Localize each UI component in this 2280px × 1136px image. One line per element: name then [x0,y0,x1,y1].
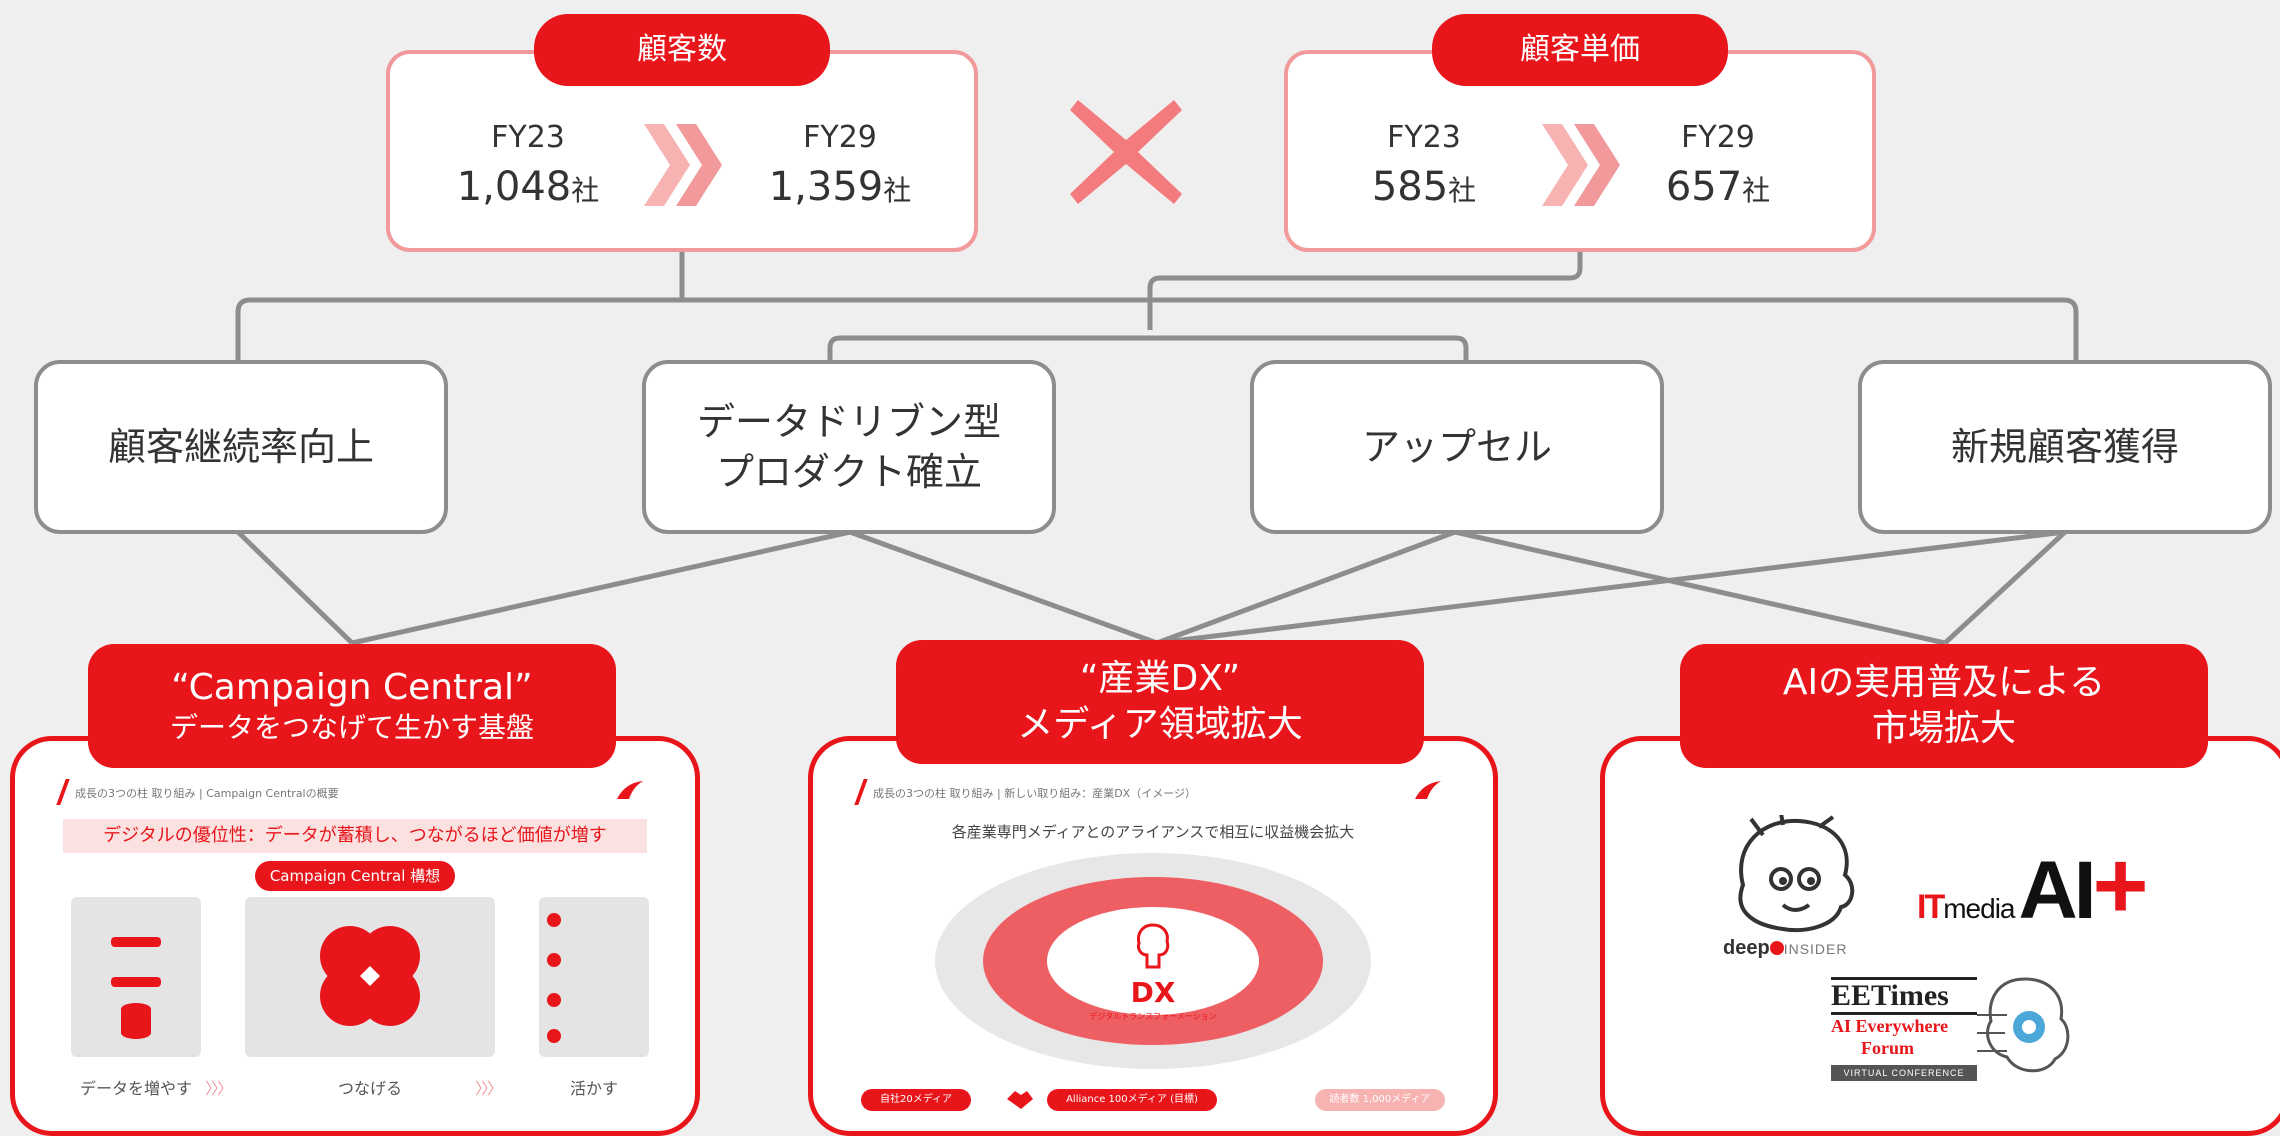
unit-price-from: FY23 585社 [1324,118,1524,218]
initiative-card-industry-dx: 成長の3つの柱 取り組み | 新しい取り組み：産業DX（イメージ） 各産業専門メ… [808,736,1498,1136]
step-increase-data: データを増やす [79,1079,192,1098]
connect-circles-icon [320,926,420,1026]
brain-icon [1137,923,1170,969]
slide-slash-mark [854,779,868,805]
database-icon [121,1003,151,1039]
dx-ring-diagram [935,853,1371,1069]
strategy-upsell: アップセル [1250,360,1664,534]
to-year: FY29 [803,120,877,155]
slide-banner: デジタルの優位性：データが蓄積し、つながるほど価値が増す [63,819,647,853]
step-chevrons: 〉〉〉 [205,1079,233,1098]
company-logo-icon [617,781,643,799]
to-year: FY29 [1681,120,1755,155]
forum-text: Forum [1861,1038,1914,1058]
eetimes-logo: EETimes AI Everywhere Forum VIRTUAL CONF… [1831,977,1991,1081]
initiative-card-ai-market: deep INSIDER ITmediaAI+ EETimes AI Everyw… [1600,736,2280,1136]
unit-label: 社 [883,174,912,207]
ai-text: AI [2018,845,2096,936]
slide-header: 成長の3つの柱 取り組み | 新しい取り組み：産業DX（イメージ） [873,787,1196,800]
initiative-card-campaign-central: 成長の3つの柱 取り組み | Campaign Centralの概要 デジタルの… [10,736,700,1136]
double-chevron-icon [1542,124,1620,206]
ai-everywhere-text: AI Everywhere [1831,1016,1949,1036]
alliance-media-pill: Alliance 100メディア (目標) [1047,1089,1217,1111]
strategy-label-line1: データドリブン型 [696,400,1001,444]
strategy-new-customers: 新規顧客獲得 [1858,360,2272,534]
industry-dx-slide-thumbnail: 成長の3つの柱 取り組み | 新しい取り組み：産業DX（イメージ） 各産業専門メ… [853,771,1453,1121]
customer-count-title: 顧客数 [534,14,830,86]
campaign-central-pill: Campaign Central 構想 [255,861,455,891]
customer-count-from: FY23 1,048社 [428,118,628,218]
step-chevrons: 〉〉〉 [475,1079,503,1098]
strategy-label-line2: プロダクト確立 [715,450,982,494]
deep-insider-logo: deep INSIDER [1723,937,1847,960]
from-year: FY23 [491,120,565,155]
unit-price-to: FY29 657社 [1618,118,1818,218]
initiative-title-line2: メディア領域拡大 [1017,704,1303,745]
initiative-title-line1: “産業DX” [1079,658,1241,699]
itmedia-media-text: media [1943,893,2015,924]
strategy-retention: 顧客継続率向上 [34,360,448,534]
company-logo-icon [1415,781,1441,799]
from-value: 1,048 [456,164,572,210]
initiative-title-line1: AIの実用普及による [1782,662,2106,703]
connect-panel [245,897,495,1057]
dx-center-label: DX [1130,976,1176,1009]
unit-price-title: 顧客単価 [1432,14,1728,86]
unit-label: 社 [571,174,600,207]
unit-label: 社 [1448,174,1477,207]
virtual-conference-text: VIRTUAL CONFERENCE [1831,1065,1977,1081]
multiply-icon [1070,100,1182,204]
strategy-label: アップセル [1361,425,1552,469]
utilize-panel [539,897,649,1057]
deep-text: deep [1723,937,1770,959]
strategy-data-driven: データドリブン型プロダクト確立 [642,360,1056,534]
to-value: 1,359 [768,164,884,210]
deep-insider-mascot-icon [1738,815,1855,933]
customer-count-to: FY29 1,359社 [740,118,940,218]
ai-brain-gear-icon [1977,977,2070,1073]
double-chevron-icon [644,124,722,206]
initiative-title-line2: 市場拡大 [1871,708,2016,749]
initiative-title-line2: データをつなげて生かす基盤 [169,711,534,744]
itmedia-it-text: IT [1917,888,1945,926]
strategy-label: 新規顧客獲得 [1950,425,2179,469]
handshake-icon [1007,1091,1033,1109]
initiative-title-industry-dx: “産業DX” メディア領域拡大 [896,640,1424,764]
from-value: 585 [1371,164,1449,210]
readers-pill: 読者数 1,000メディア [1315,1089,1445,1111]
from-year: FY23 [1387,120,1461,155]
insider-dot-icon [1769,941,1784,955]
data-panel [71,897,201,1057]
dx-center-sub: デジタルトランスフォーメーション [1089,1012,1217,1021]
insider-text: INSIDER [1783,941,1848,957]
plus-text: + [2092,832,2149,939]
initiative-title-ai-market: AIの実用普及による 市場拡大 [1680,644,2208,768]
unit-label: 社 [1742,174,1771,207]
slide-slash-mark [56,779,70,805]
eetimes-text: EETimes [1831,977,1977,1015]
strategy-label: 顧客継続率向上 [107,425,374,469]
campaign-slide-thumbnail: 成長の3つの柱 取り組み | Campaign Centralの概要 デジタルの… [55,771,655,1121]
own-media-pill: 自社20メディア [861,1089,971,1111]
itmedia-aiplus-logo: ITmediaAI+ [1917,831,2149,939]
initiative-title-line1: “Campaign Central” [171,667,533,708]
slide-title: 各産業専門メディアとのアライアンスで相互に収益機会拡大 [951,823,1355,841]
step-connect: つなげる [337,1079,402,1098]
slide-header: 成長の3つの柱 取り組み | Campaign Centralの概要 [75,787,339,800]
initiative-title-campaign-central: “Campaign Central” データをつなげて生かす基盤 [88,644,616,768]
step-utilize: 活かす [569,1079,618,1098]
to-value: 657 [1665,164,1743,210]
